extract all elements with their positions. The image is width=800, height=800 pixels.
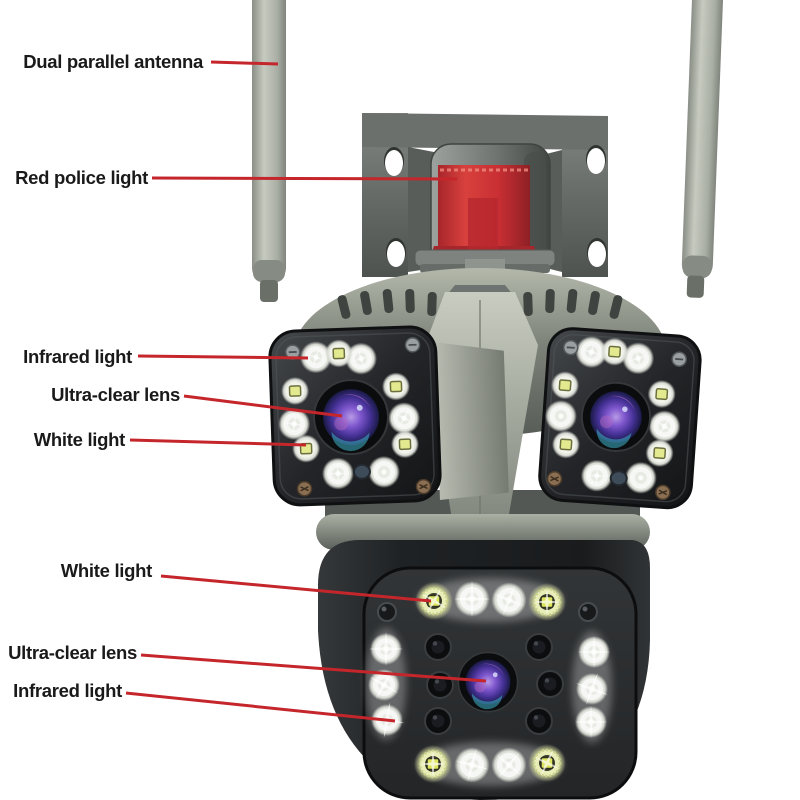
label-ultra-clear-lens-top: Ultra-clear lens: [51, 384, 180, 405]
leader-line-white-light-top: [129, 438, 307, 447]
mounting-holes: [384, 145, 607, 267]
left-lens-module: [268, 325, 509, 507]
dome-light-sensor-left: [377, 602, 397, 622]
label-white-light-bottom: White light: [60, 560, 153, 581]
right-module-sensor: [609, 470, 628, 487]
dome-face-panel: [362, 566, 638, 800]
label-white-light-top: White light: [33, 429, 126, 450]
leader-line-ultra-clear-lens-top: [183, 394, 343, 418]
leader-line-infrared-light-bottom: [125, 691, 396, 723]
left-antenna: [252, 0, 286, 302]
leader-line-ultra-clear-lens-bottom: [140, 653, 487, 683]
leader-lines: [125, 60, 487, 723]
label-red-police-light: Red police light: [15, 167, 148, 188]
dome-ultra-clear-lens: [457, 651, 519, 713]
leader-line-infrared-light-top: [137, 354, 309, 360]
leader-line-dual-parallel-antenna: [210, 60, 279, 66]
label-infrared-light-bottom: Infrared light: [13, 680, 122, 701]
right-lens-module: [538, 327, 702, 510]
wall-mount-bracket: [362, 113, 608, 277]
right-antenna: [681, 0, 724, 298]
dome-light-sensor-right: [578, 602, 598, 622]
leader-line-white-light-bottom: [160, 574, 432, 603]
left-ultra-clear-lens: [311, 377, 391, 457]
label-infrared-light-top: Infrared light: [23, 346, 132, 367]
left-module-sensor: [352, 463, 371, 480]
label-ultra-clear-lens-bottom: Ultra-clear lens: [8, 642, 137, 663]
leader-line-red-police-light: [151, 176, 458, 181]
label-dual-parallel-antenna: Dual parallel antenna: [23, 51, 203, 72]
